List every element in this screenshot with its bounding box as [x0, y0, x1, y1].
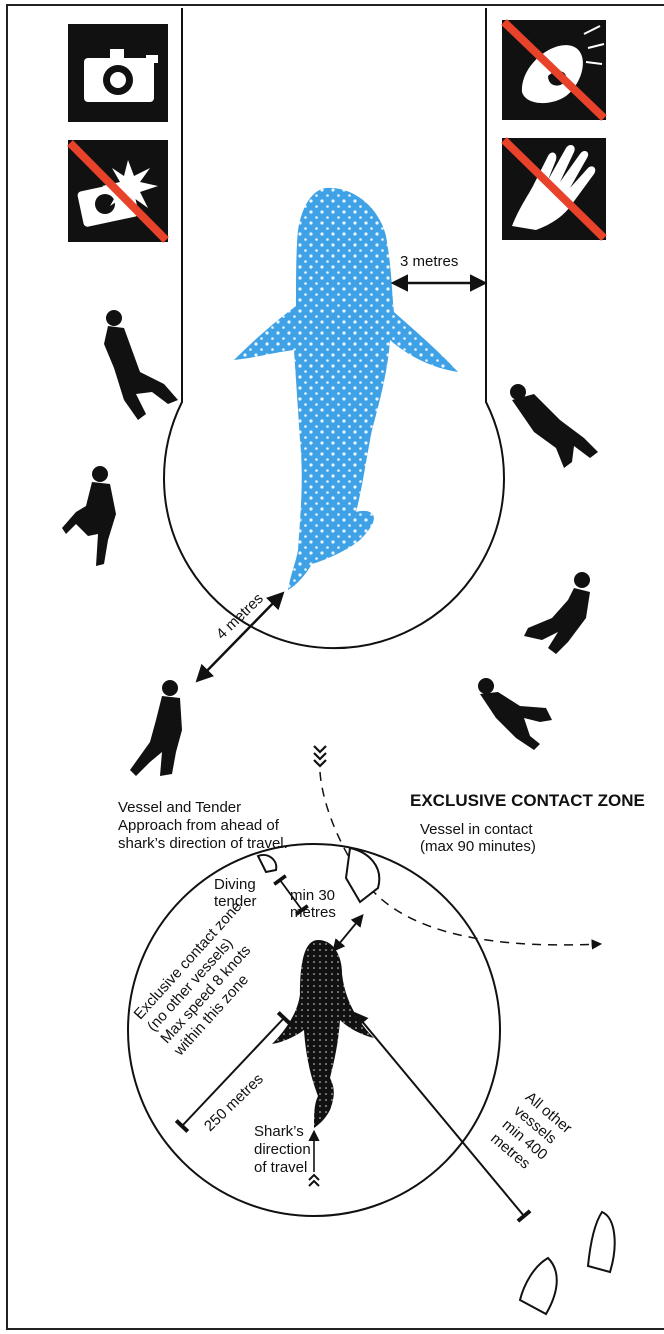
exclusive-zone-label: Exclusive contact zone (no other vessels… [131, 898, 255, 1060]
svg-text:shark’s direction of travel.: shark’s direction of travel. [118, 835, 288, 852]
svg-text:Diving: Diving [214, 876, 256, 893]
svg-text:Vessel in contact: Vessel in contact [420, 821, 533, 838]
whale-shark-top [234, 187, 458, 590]
svg-text:metres: metres [290, 904, 336, 921]
other-vessel-icon [518, 1256, 558, 1316]
diving-tender-label: Diving tender [214, 876, 257, 910]
other-vessel-icon [586, 1210, 616, 1274]
four-hundred-metres-measure [354, 1011, 532, 1223]
touch-shark-icon [501, 137, 607, 241]
whale-shark-small [272, 940, 374, 1128]
three-metres-label: 3 metres [400, 253, 458, 270]
svg-text:(max 90 minutes): (max 90 minutes) [420, 838, 536, 855]
tender-distance [273, 874, 309, 916]
vessel-in-contact-icon [344, 846, 381, 904]
diver-zone-outline [163, 8, 505, 650]
svg-text:tender: tender [214, 893, 257, 910]
camera-flash-icon [67, 140, 169, 243]
diver-silhouette [510, 384, 598, 468]
three-metres-measure: 3 metres [390, 253, 488, 292]
diver-silhouette [478, 678, 552, 750]
svg-text:direction: direction [254, 1141, 311, 1158]
diver-silhouette [130, 680, 182, 776]
svg-text:Approach from ahead of: Approach from ahead of [118, 817, 280, 834]
diver-silhouette [62, 466, 116, 566]
direction-chevrons [308, 1173, 320, 1187]
diagram-frame [6, 4, 664, 1330]
ride-shark-icon [501, 19, 607, 121]
zone-heading: EXCLUSIVE CONTACT ZONE [410, 791, 645, 810]
camera-icon [68, 24, 168, 122]
svg-text:Shark’s: Shark’s [254, 1123, 304, 1140]
shark-direction-label: Shark’s direction of travel [254, 1123, 311, 1176]
diver-silhouette [104, 310, 178, 420]
svg-text:Vessel and Tender: Vessel and Tender [118, 799, 241, 816]
diving-tender-icon [256, 854, 278, 874]
vessel-distance [332, 914, 364, 952]
other-vessels-label: All other vessels min 400 metres [487, 1089, 575, 1173]
approach-path [319, 771, 603, 950]
svg-text:of travel: of travel [254, 1159, 307, 1176]
vessel-contact-label: Vessel in contact (max 90 minutes) [420, 821, 536, 855]
approach-label: Vessel and Tender Approach from ahead of… [118, 799, 288, 852]
approach-chevrons [313, 745, 327, 768]
diver-silhouette [524, 572, 590, 654]
